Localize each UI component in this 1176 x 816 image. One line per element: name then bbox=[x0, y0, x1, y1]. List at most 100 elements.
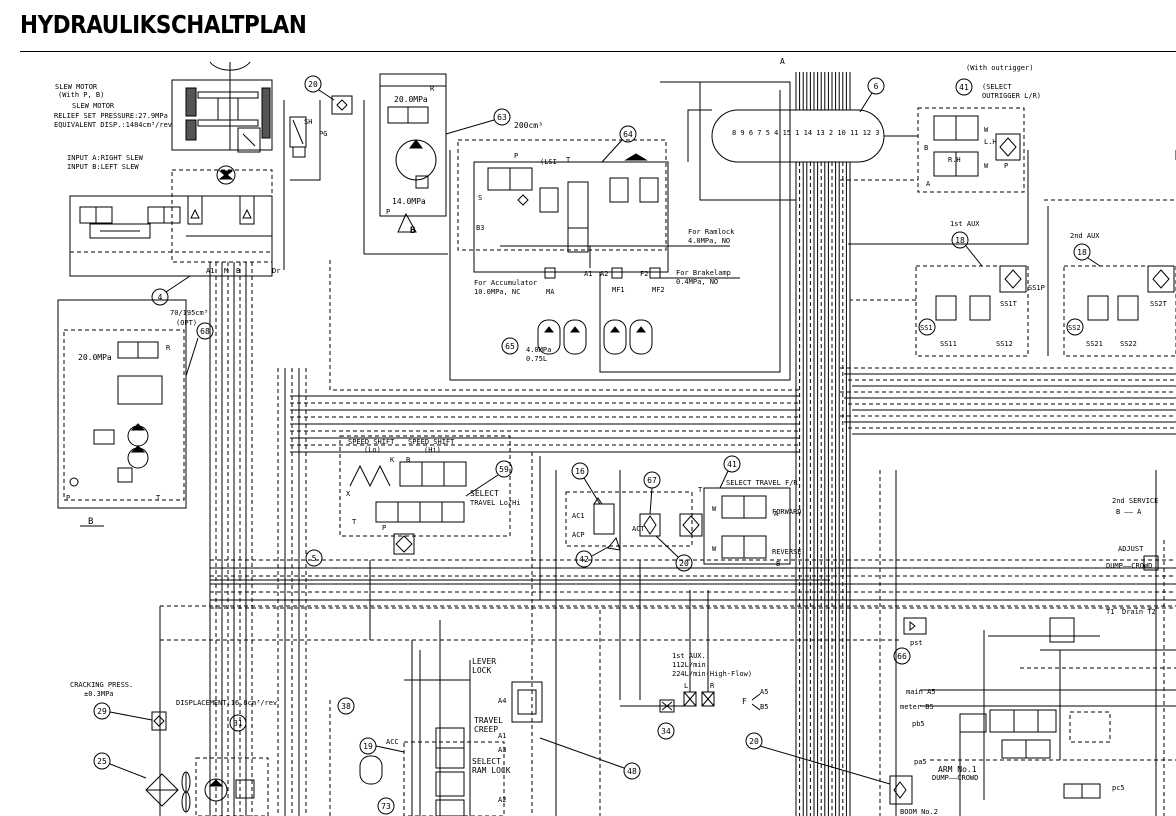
fan-icon bbox=[182, 772, 190, 812]
with-outrigger: (With outrigger) bbox=[966, 64, 1033, 72]
slew-equiv: EQUIVALENT DISP.:1484cm³/rev bbox=[54, 121, 172, 129]
port-ss1p: SS1P bbox=[1028, 284, 1045, 292]
press-20b: 20.0MPa bbox=[78, 353, 112, 362]
port-a-out: A bbox=[926, 180, 931, 188]
port-pb5: pb5 bbox=[912, 720, 925, 728]
callout-19: 19 bbox=[360, 738, 404, 754]
pilot-pump-block: R 20.0MPa 14.0MPa P B bbox=[364, 85, 448, 254]
for-ramlock: For Ramlock bbox=[688, 228, 735, 236]
port-r2: R bbox=[166, 344, 171, 352]
svg-text:16: 16 bbox=[575, 467, 585, 476]
svg-text:6: 6 bbox=[874, 82, 879, 91]
select-travel2: TRAVEL Lo/Hi bbox=[470, 499, 521, 507]
port-pst: pst bbox=[910, 639, 923, 647]
swivel-ports: 8 9 6 7 5 4 15 1 14 13 2 10 11 12 3 bbox=[732, 129, 880, 137]
port-r3: R bbox=[710, 682, 715, 690]
travel-control-block: AC1 ACP ACT SELECT TRAVEL F/R W W T A B … bbox=[566, 479, 802, 568]
port-l: L bbox=[684, 682, 688, 690]
port-pc5: pc5 bbox=[1112, 784, 1125, 792]
port-a5b: A5 bbox=[760, 688, 768, 696]
port-lh: L.H bbox=[984, 138, 997, 146]
aux2-block: 2nd AUX SS2 SS21 SS22 SS2T bbox=[1064, 232, 1176, 356]
port-ss11: SS11 bbox=[940, 340, 957, 348]
input-b: INPUT B:LEFT SLEW bbox=[67, 163, 139, 171]
port-a1: A1 bbox=[584, 270, 592, 278]
pipe-network bbox=[160, 72, 1176, 816]
valve-block-64 bbox=[474, 162, 668, 272]
drain-t2: Drain T2 bbox=[1122, 608, 1156, 616]
svg-text:20: 20 bbox=[679, 559, 689, 568]
callout-4: 4 bbox=[152, 276, 190, 305]
pst-valve bbox=[904, 618, 926, 634]
svg-text:48: 48 bbox=[627, 767, 637, 776]
port-lsi: (LSI bbox=[540, 158, 557, 166]
slew-motor-section: SLEW MOTOR (With P, B) SLEW MOTOR RELIEF… bbox=[54, 62, 327, 276]
svg-text:20: 20 bbox=[749, 737, 759, 746]
port-a4: A4 bbox=[498, 697, 506, 705]
brake-valve-block: P (LSI T S B3 bbox=[458, 140, 668, 278]
svg-text:W: W bbox=[984, 162, 989, 170]
svg-text:18: 18 bbox=[1077, 248, 1087, 257]
port-ss12: SS12 bbox=[996, 340, 1013, 348]
port-ss1: SS1 bbox=[920, 324, 933, 332]
disp-200: 200cm³ bbox=[514, 121, 543, 130]
callout-48: 48 bbox=[540, 738, 640, 779]
svg-text:W: W bbox=[984, 126, 989, 134]
port-mf1: MF1 bbox=[612, 286, 625, 294]
f-label: F bbox=[742, 697, 747, 706]
callout-42: 42 bbox=[576, 546, 610, 567]
oil-cooler bbox=[146, 774, 178, 806]
cracking-press: ±0.3MPa bbox=[84, 690, 114, 698]
accumulator-icon bbox=[538, 320, 560, 354]
callout-63: 63 bbox=[446, 109, 510, 134]
slew-gearbox bbox=[172, 80, 272, 150]
svg-text:67: 67 bbox=[647, 476, 657, 485]
port-b5b: B5 bbox=[760, 703, 768, 711]
slew-brake bbox=[238, 128, 260, 152]
svg-text:5: 5 bbox=[312, 554, 317, 563]
port-x: X bbox=[346, 490, 351, 498]
svg-text:B: B bbox=[236, 267, 240, 275]
port-b-out: B bbox=[924, 144, 928, 152]
port-ss22: SS22 bbox=[1120, 340, 1137, 348]
port-a2: A2 bbox=[600, 270, 608, 278]
pipe-line bbox=[660, 82, 796, 200]
select-ram2: RAM LOCK bbox=[472, 766, 511, 775]
travel-creep: TRAVEL bbox=[474, 716, 503, 725]
slew-motor-head2: (With P, B) bbox=[58, 91, 104, 99]
port-w2: W bbox=[712, 545, 717, 553]
port-pg: PG bbox=[319, 130, 327, 138]
main-a5: main A5 bbox=[906, 688, 936, 696]
pipe-line bbox=[688, 110, 712, 162]
port-rh: R.H bbox=[948, 156, 961, 164]
svg-text:41: 41 bbox=[959, 83, 969, 92]
svg-text:64: 64 bbox=[623, 130, 633, 139]
speed-shift-hi: SPEED SHIFT bbox=[408, 438, 455, 446]
pilot-valve-stack: ACC LEVER LOCK TRAVEL CREEP SELECT RAM L… bbox=[360, 657, 542, 816]
svg-text:18: 18 bbox=[955, 236, 965, 245]
port-k: K bbox=[390, 456, 395, 464]
port-act: ACT bbox=[632, 525, 645, 533]
port-s: S bbox=[478, 194, 482, 202]
port-ss1t: SS1T bbox=[1000, 300, 1018, 308]
svg-text:34: 34 bbox=[661, 727, 671, 736]
outrigger-valve: (With outrigger) (SELECT OUTRIGGER L/R) … bbox=[918, 64, 1041, 192]
pipe-line bbox=[450, 82, 790, 380]
aux-flow3: 224L/min(High-Flow) bbox=[672, 670, 752, 678]
port-pa5: pa5 bbox=[914, 758, 927, 766]
select-ram: SELECT bbox=[472, 757, 501, 766]
port-ss2t: SS2T bbox=[1150, 300, 1168, 308]
brakelamp-press: 0.4MPa, NO bbox=[676, 278, 718, 286]
input-a: INPUT A:RIGHT SLEW bbox=[67, 154, 144, 162]
ramlock-press: 4.0MPa, NO bbox=[688, 237, 730, 245]
port-b3: B3 bbox=[476, 224, 484, 232]
port-a5: A bbox=[774, 510, 779, 518]
callout-68: 68 bbox=[186, 323, 213, 376]
svg-text:29: 29 bbox=[97, 707, 107, 716]
callout-6: 6 bbox=[860, 78, 884, 112]
forward-label: FORWARD bbox=[772, 508, 802, 516]
select-travel: SELECT bbox=[470, 489, 499, 498]
callout-66: 66 bbox=[894, 648, 910, 664]
acc-label: ACC bbox=[386, 738, 399, 746]
